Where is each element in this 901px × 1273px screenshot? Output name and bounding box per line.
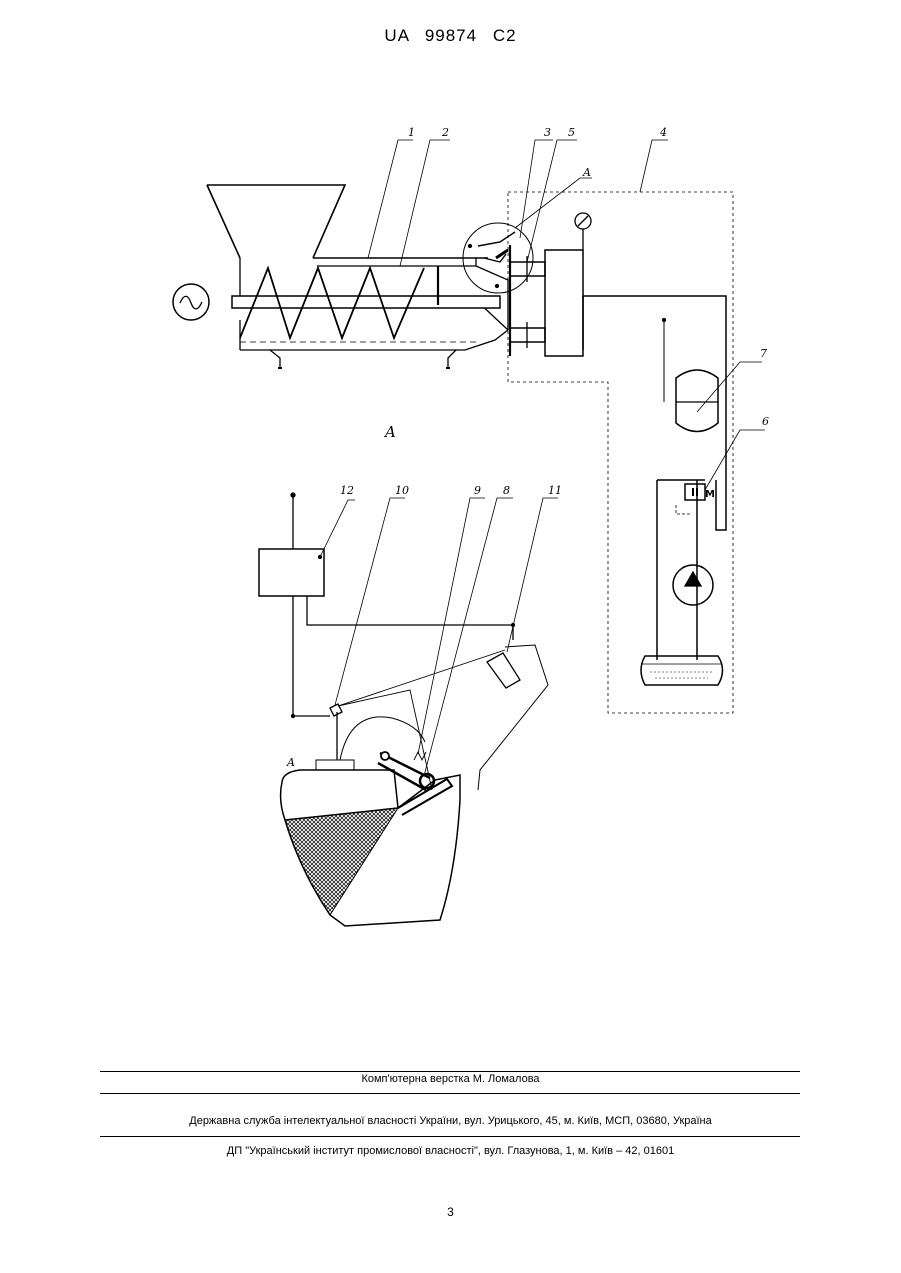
- valve-letter: M: [705, 489, 715, 500]
- extruder-assembly: [173, 140, 765, 713]
- detail-ref-upper: A: [582, 166, 591, 179]
- callout-6: 6: [762, 415, 769, 428]
- footer-rule-3: [100, 1136, 800, 1137]
- layout-credit: Комп'ютерна верстка М. Ломалова: [0, 1073, 901, 1085]
- callout-10: 10: [395, 484, 409, 497]
- callout-2: 2: [441, 126, 449, 139]
- callout-7: 7: [760, 347, 767, 360]
- detail-a-assembly: [259, 493, 558, 926]
- institute-address: ДП "Український інститут промислової вла…: [0, 1145, 901, 1157]
- page-number: 3: [0, 1205, 901, 1219]
- callout-12: 12: [340, 484, 354, 497]
- callout-4: 4: [659, 126, 667, 139]
- detail-ref-lower: A: [286, 756, 295, 769]
- detail-label: A: [383, 423, 396, 441]
- patent-drawing: 1 2 3 5 4 7 6 12 10 9 8 11 A A A M: [0, 0, 901, 1000]
- callout-5: 5: [568, 126, 575, 139]
- footer-rule-1: [100, 1071, 800, 1072]
- callout-11: 11: [548, 484, 562, 497]
- callout-9: 9: [474, 484, 481, 497]
- callout-1: 1: [408, 126, 415, 139]
- callout-8: 8: [503, 484, 510, 497]
- footer-rule-2: [100, 1093, 800, 1094]
- callout-3: 3: [544, 126, 551, 139]
- agency-address: Державна служба інтелектуальної власност…: [0, 1115, 901, 1127]
